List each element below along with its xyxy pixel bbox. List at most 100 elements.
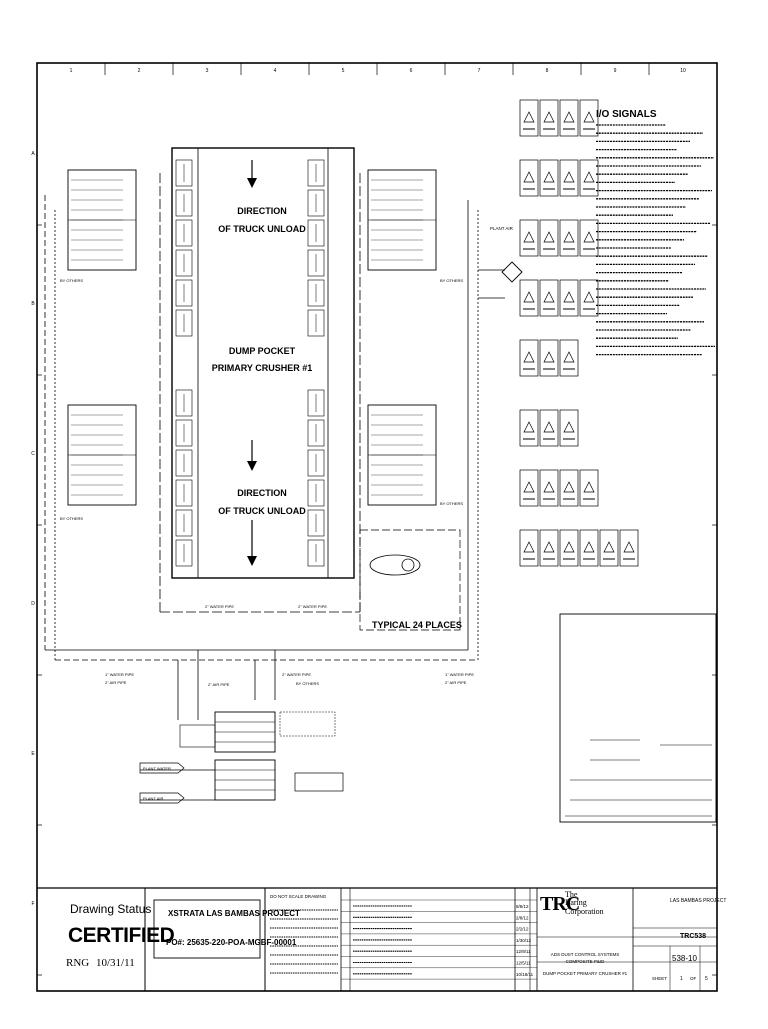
instrument-tile [519,339,539,377]
pipe-label: 2" WATER PIPE [282,672,311,677]
instrument-triangle-icon [523,231,535,243]
plant-air-arrow-icon [139,792,185,804]
pipe-label: 2" WATER PIPE [298,604,327,609]
instrument-triangle-icon [523,171,535,183]
spray-nozzle-icon [307,449,325,477]
po-number: PO#: 25635-220-POA-MGBF-00001 [166,938,297,947]
typical-label: TYPICAL 24 PLACES [372,620,462,630]
column-label: 10 [680,68,686,74]
instrument-triangle-icon [523,421,535,433]
spray-nozzle-icon [175,249,193,277]
arrow-down-icon [247,556,257,566]
instrument-triangle-icon [563,421,575,433]
drawing-number: 538-10 [672,954,697,963]
direction-label-4: OF TRUCK UNLOAD [218,506,306,516]
column-label: 5 [342,68,345,74]
instrument-tile [559,159,579,197]
pipe-label: 2" AIR PIPE [208,682,230,687]
scale-note: DO NOT SCALE DRAWING [270,894,327,899]
spray-nozzle-icon [307,309,325,337]
instrument-triangle-icon [543,111,555,123]
dump-pocket-inner [197,147,329,579]
revision-date: 8/8/12 [516,904,529,909]
instrument-triangle-icon [543,481,555,493]
spray-nozzle-icon [175,389,193,417]
spray-nozzle-icon [175,309,193,337]
instrument-tile [559,99,579,137]
instrument-triangle-icon [603,541,615,553]
spray-nozzle-icon [307,279,325,307]
instrument-triangle-icon [563,351,575,363]
instrument-triangle-icon [523,351,535,363]
spray-bars [175,159,325,567]
column-label: 3 [206,68,209,74]
by-others-label: BY OTHERS [60,278,83,283]
spray-nozzle-icon [307,419,325,447]
spray-nozzle-icon [175,159,193,187]
row-label: A [31,151,35,157]
instrument-tile [539,529,559,567]
instrument-triangle-icon [543,231,555,243]
customer-value: LAS BAMBAS PROJECT [670,898,726,904]
instrument-tile [519,279,539,317]
revision-date: 12/5/11 [516,961,531,966]
spray-nozzle-icon [175,539,193,567]
spray-nozzle-icon [307,539,325,567]
project-name: XSTRATA LAS BAMBAS PROJECT [168,909,300,918]
instrument-triangle-icon [523,291,535,303]
pipe-label: 2" AIR PIPE [105,680,127,685]
instrument-triangle-icon [563,291,575,303]
notes-box [559,613,717,823]
instrument-tile [539,279,559,317]
diamond-symbol-icon [501,261,523,283]
drawing-status-value: CERTIFIED [68,924,175,947]
instrument-tile [539,339,559,377]
instrument-triangle-icon [583,111,595,123]
instrument-tile [519,99,539,137]
sheet-total: 5 [705,976,708,982]
plant-water-arrow-icon [139,762,185,774]
io-signal-list [596,124,715,356]
instrument-tile [579,159,599,197]
column-label: 4 [274,68,277,74]
instrument-triangle-icon [543,351,555,363]
instrument-tile [539,409,559,447]
spray-nozzle-icon [307,159,325,187]
instrument-triangle-icon [583,291,595,303]
revision-date: 12/9/11 [516,949,531,954]
status-initials: RNG [66,957,90,969]
instrument-tile [519,469,539,507]
instrument-triangle-icon [563,111,575,123]
pipe-label: 1" WATER PIPE [445,672,474,677]
instrument-tile [539,99,559,137]
spray-nozzle-icon [307,479,325,507]
spray-nozzle-icon [307,219,325,247]
piping [44,170,505,801]
instrument-triangle-icon [583,481,595,493]
instrument-triangle-icon [583,541,595,553]
revision-date: 1/30/12 [516,938,532,943]
crusher-label: PRIMARY CRUSHER #1 [212,363,313,373]
instrument-tile [579,529,599,567]
sheet-of: OF [690,976,697,981]
title-line-1: ADS DUST CONTROL SYSTEMS [551,952,620,957]
instrument-triangle-icon [523,481,535,493]
instrument-tile [619,529,639,567]
instrument-tile [519,409,539,447]
instrument-triangle-icon [543,541,555,553]
column-label: 6 [410,68,413,74]
instrument-triangle-icon [623,541,635,553]
revision-table: 8/8/122/8/122/2/121/30/1212/9/1112/5/111… [270,899,537,980]
by-others-label: BY OTHERS [440,501,463,506]
instrument-tile [559,279,579,317]
contract-no: TRC538 [680,933,706,940]
instrument-tile [519,219,539,257]
instrument-triangle-icon [563,481,575,493]
title-line-3: DUMP POCKET PRIMARY CRUSHER #1 [543,971,628,976]
spray-nozzle-icon [307,389,325,417]
row-label: B [31,301,35,307]
column-label: 8 [546,68,549,74]
